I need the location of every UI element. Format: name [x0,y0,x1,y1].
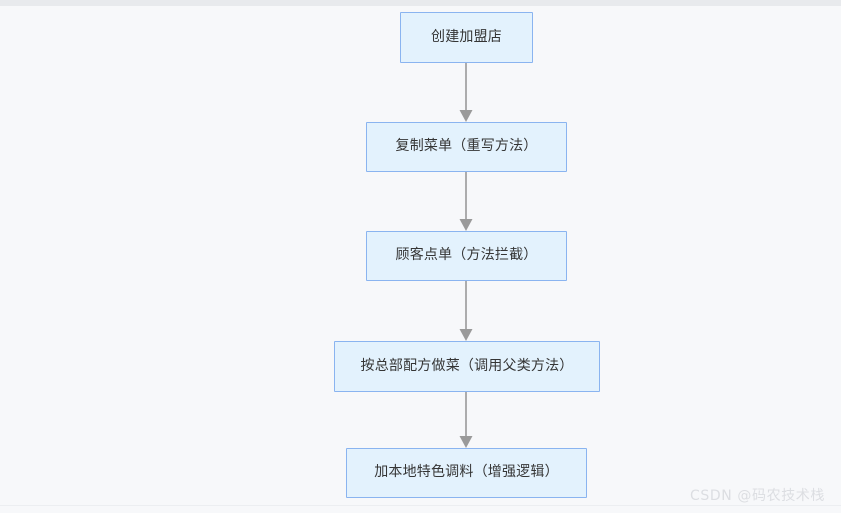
flow-node-copy-menu[interactable]: 复制菜单（重写方法） [366,122,567,172]
flow-node-label: 按总部配方做菜（调用父类方法） [360,357,574,374]
flow-node-label: 加本地特色调料（增强逻辑） [374,464,559,481]
watermark: CSDN @码农技术栈 [690,488,825,504]
flow-node-cook-by-hq-recipe[interactable]: 按总部配方做菜（调用父类方法） [334,341,600,392]
top-strip [0,0,841,6]
arrow-node-3-to-node-4 [459,281,473,341]
bottom-divider [0,505,841,506]
arrow-node-4-to-node-5 [459,392,473,448]
arrow-node-1-to-node-2 [459,63,473,122]
flow-node-label: 创建加盟店 [431,28,502,45]
flow-node-customer-order[interactable]: 顾客点单（方法拦截） [366,231,567,281]
flow-node-label: 顾客点单（方法拦截） [395,247,538,264]
flow-node-add-local-seasoning[interactable]: 加本地特色调料（增强逻辑） [346,448,587,498]
flow-node-create-franchise[interactable]: 创建加盟店 [400,12,533,63]
arrow-node-2-to-node-3 [459,172,473,231]
flow-node-label: 复制菜单（重写方法） [395,138,538,155]
